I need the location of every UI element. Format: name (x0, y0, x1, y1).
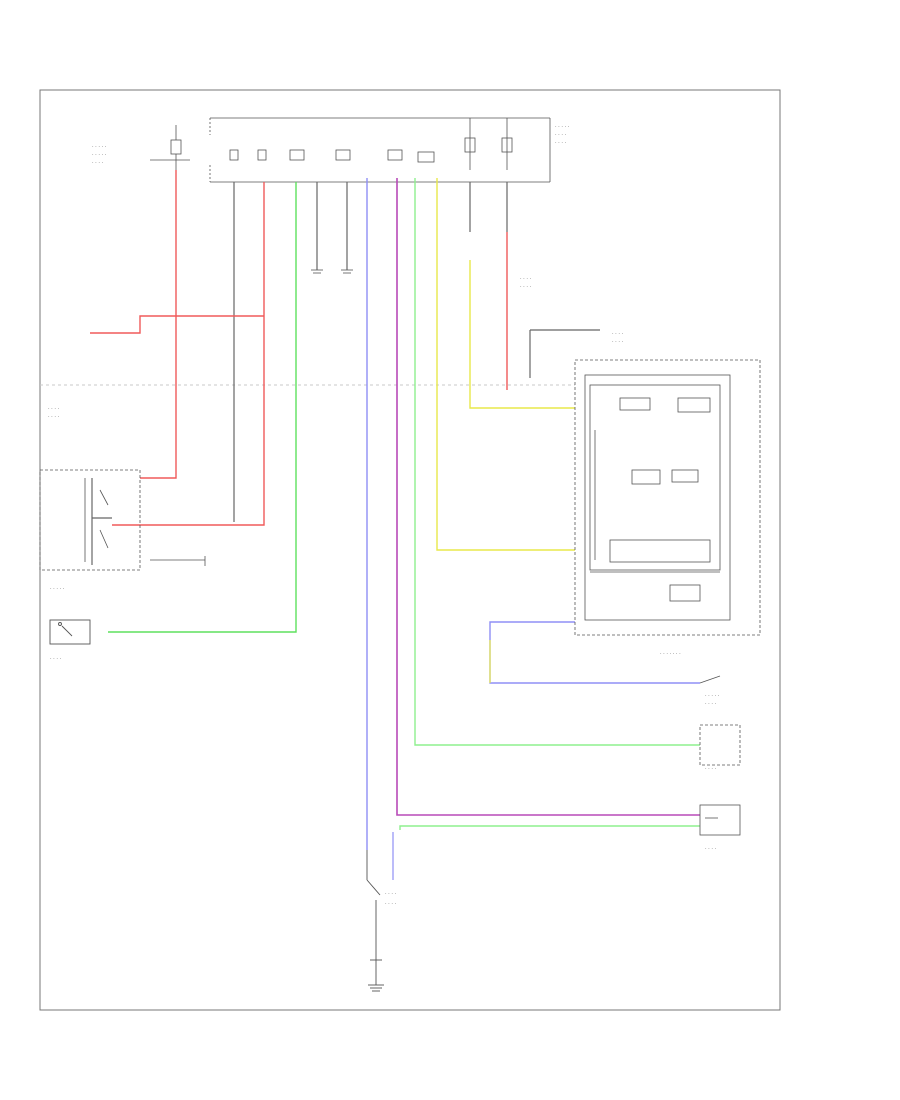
bottom-switch (366, 850, 384, 992)
svg-text:· · · ·: · · · · (48, 406, 60, 412)
control-module (574, 359, 761, 636)
relay-box-left (39, 469, 141, 571)
svg-text:· · · ·: · · · · (705, 701, 717, 707)
svg-text:· · · ·: · · · · (385, 901, 397, 907)
svg-text:· · · ·: · · · · (705, 766, 717, 772)
svg-text:· · · ·: · · · · (48, 414, 60, 420)
svg-text:· · · ·: · · · · (50, 656, 62, 662)
svg-text:· · · ·: · · · · (555, 140, 567, 146)
ground-relay (150, 556, 206, 566)
svg-text:· · · · · · ·: · · · · · · · (660, 651, 681, 657)
diagram-border (39, 89, 781, 1011)
svg-text:· · · · ·: · · · · · (92, 144, 107, 150)
svg-text:· · · ·: · · · · (92, 160, 104, 166)
svg-text:· · · · ·: · · · · · (92, 152, 107, 158)
junction-block (209, 117, 551, 183)
svg-text:· · · ·: · · · · (612, 339, 624, 345)
diagram-labels: · · · · · · · · · · · · · · · · · · · · … (48, 124, 720, 907)
svg-text:· · · ·: · · · · (555, 132, 567, 138)
wire-light-green-right (414, 178, 700, 746)
fuse-upper-left (150, 125, 190, 170)
wire-yellow-lower (469, 260, 575, 409)
wire-red-left (140, 170, 177, 479)
svg-text:· · · · ·: · · · · · (705, 693, 720, 699)
svg-text:· · · ·: · · · · (612, 331, 624, 337)
svg-text:· · · ·: · · · · (385, 891, 397, 897)
svg-text:· · · ·: · · · · (705, 846, 717, 852)
wire-purple (396, 178, 700, 816)
switch-right (699, 675, 741, 836)
svg-text:· · · ·: · · · · (520, 284, 532, 290)
wire-green-left (108, 182, 297, 633)
wire-green-lower (399, 825, 700, 830)
svg-text:· · · ·: · · · · (520, 276, 532, 282)
sensor-left (49, 619, 91, 645)
wire-red-vertical (112, 182, 265, 526)
black-wires (91, 182, 600, 565)
svg-text:· · · · ·: · · · · · (50, 586, 65, 592)
wire-yellow-right (436, 178, 575, 551)
svg-text:· · · · ·: · · · · · (555, 124, 570, 130)
wire-red-upper (90, 315, 264, 334)
ground-symbols (311, 269, 353, 274)
